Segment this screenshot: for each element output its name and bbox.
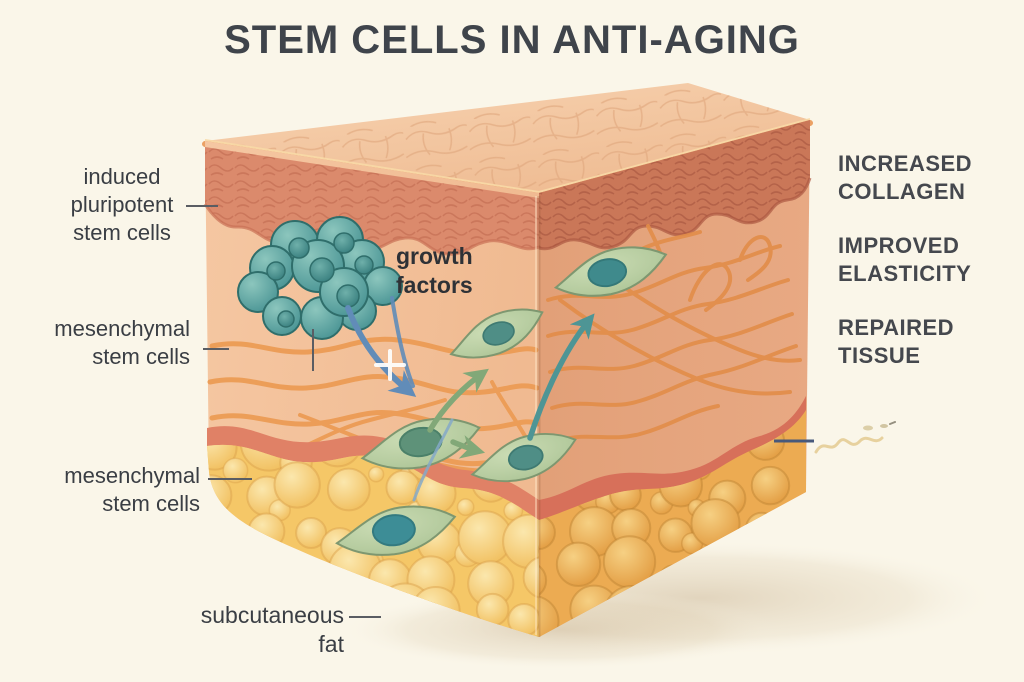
label-line: stem cells bbox=[102, 491, 200, 516]
sparkle-plus-icon bbox=[374, 349, 406, 381]
label-mesenchymal-stem-cells-fat: mesenchymal stem cells bbox=[28, 462, 200, 518]
growth-factor-arrows bbox=[345, 296, 595, 502]
label-line: fat bbox=[318, 631, 344, 657]
skin-side-face bbox=[535, 120, 812, 637]
label-line: subcutaneous bbox=[200, 602, 344, 628]
page-title: STEM CELLS IN ANTI-AGING bbox=[224, 18, 800, 62]
dermis-junction-band-side bbox=[539, 396, 806, 522]
label-line: factors bbox=[396, 272, 473, 298]
mesenchymal-cell bbox=[550, 239, 672, 305]
arrow-migration-up bbox=[427, 368, 489, 433]
label-line: induced bbox=[83, 164, 161, 189]
arrow-growth-factors-down bbox=[345, 305, 417, 397]
label-line: stem cells bbox=[92, 344, 190, 369]
leader-lines bbox=[186, 205, 814, 618]
ipsc-cluster bbox=[237, 216, 403, 340]
label-line: growth bbox=[396, 243, 473, 269]
label-mesenchymal-stem-cells-dermis: mesenchymal stem cells bbox=[18, 315, 190, 371]
mesenchymal-cells bbox=[332, 239, 672, 562]
benefit-line: REPAIRED bbox=[838, 315, 955, 340]
label-subcutaneous-fat: subcutaneous fat bbox=[138, 601, 344, 659]
dermis-junction-band-front bbox=[207, 426, 539, 522]
benefit-line: TISSUE bbox=[838, 343, 921, 368]
arrow-migration-right bbox=[450, 435, 486, 459]
label-line: stem cells bbox=[73, 220, 171, 245]
arrow-migration-up-right bbox=[527, 313, 595, 441]
benefit-line: COLLAGEN bbox=[838, 179, 966, 204]
mesenchymal-cell bbox=[465, 425, 583, 491]
label-line: mesenchymal bbox=[64, 463, 200, 488]
benefit-improved-elasticity: IMPROVED ELASTICITY bbox=[838, 232, 1008, 288]
mesenchymal-cell bbox=[332, 500, 460, 562]
flourish-squiggle bbox=[814, 421, 896, 454]
benefit-line: INCREASED bbox=[838, 151, 973, 176]
benefit-line: IMPROVED bbox=[838, 233, 960, 258]
benefit-repaired-tissue: REPAIRED TISSUE bbox=[838, 314, 1008, 370]
label-growth-factors: growth factors bbox=[396, 242, 536, 300]
arrow-signal-to-fat-cell bbox=[412, 418, 454, 502]
label-line: mesenchymal bbox=[54, 316, 190, 341]
skin-front-face bbox=[203, 141, 541, 637]
label-line: pluripotent bbox=[70, 192, 174, 217]
mesenchymal-cell bbox=[442, 299, 552, 369]
label-induced-pluripotent-stem-cells: induced pluripotent stem cells bbox=[42, 163, 202, 247]
ipsc-nuclei bbox=[266, 232, 374, 328]
benefit-increased-collagen: INCREASED COLLAGEN bbox=[838, 150, 1008, 206]
epidermis-layer-side bbox=[538, 120, 812, 251]
benefit-line: ELASTICITY bbox=[838, 261, 972, 286]
